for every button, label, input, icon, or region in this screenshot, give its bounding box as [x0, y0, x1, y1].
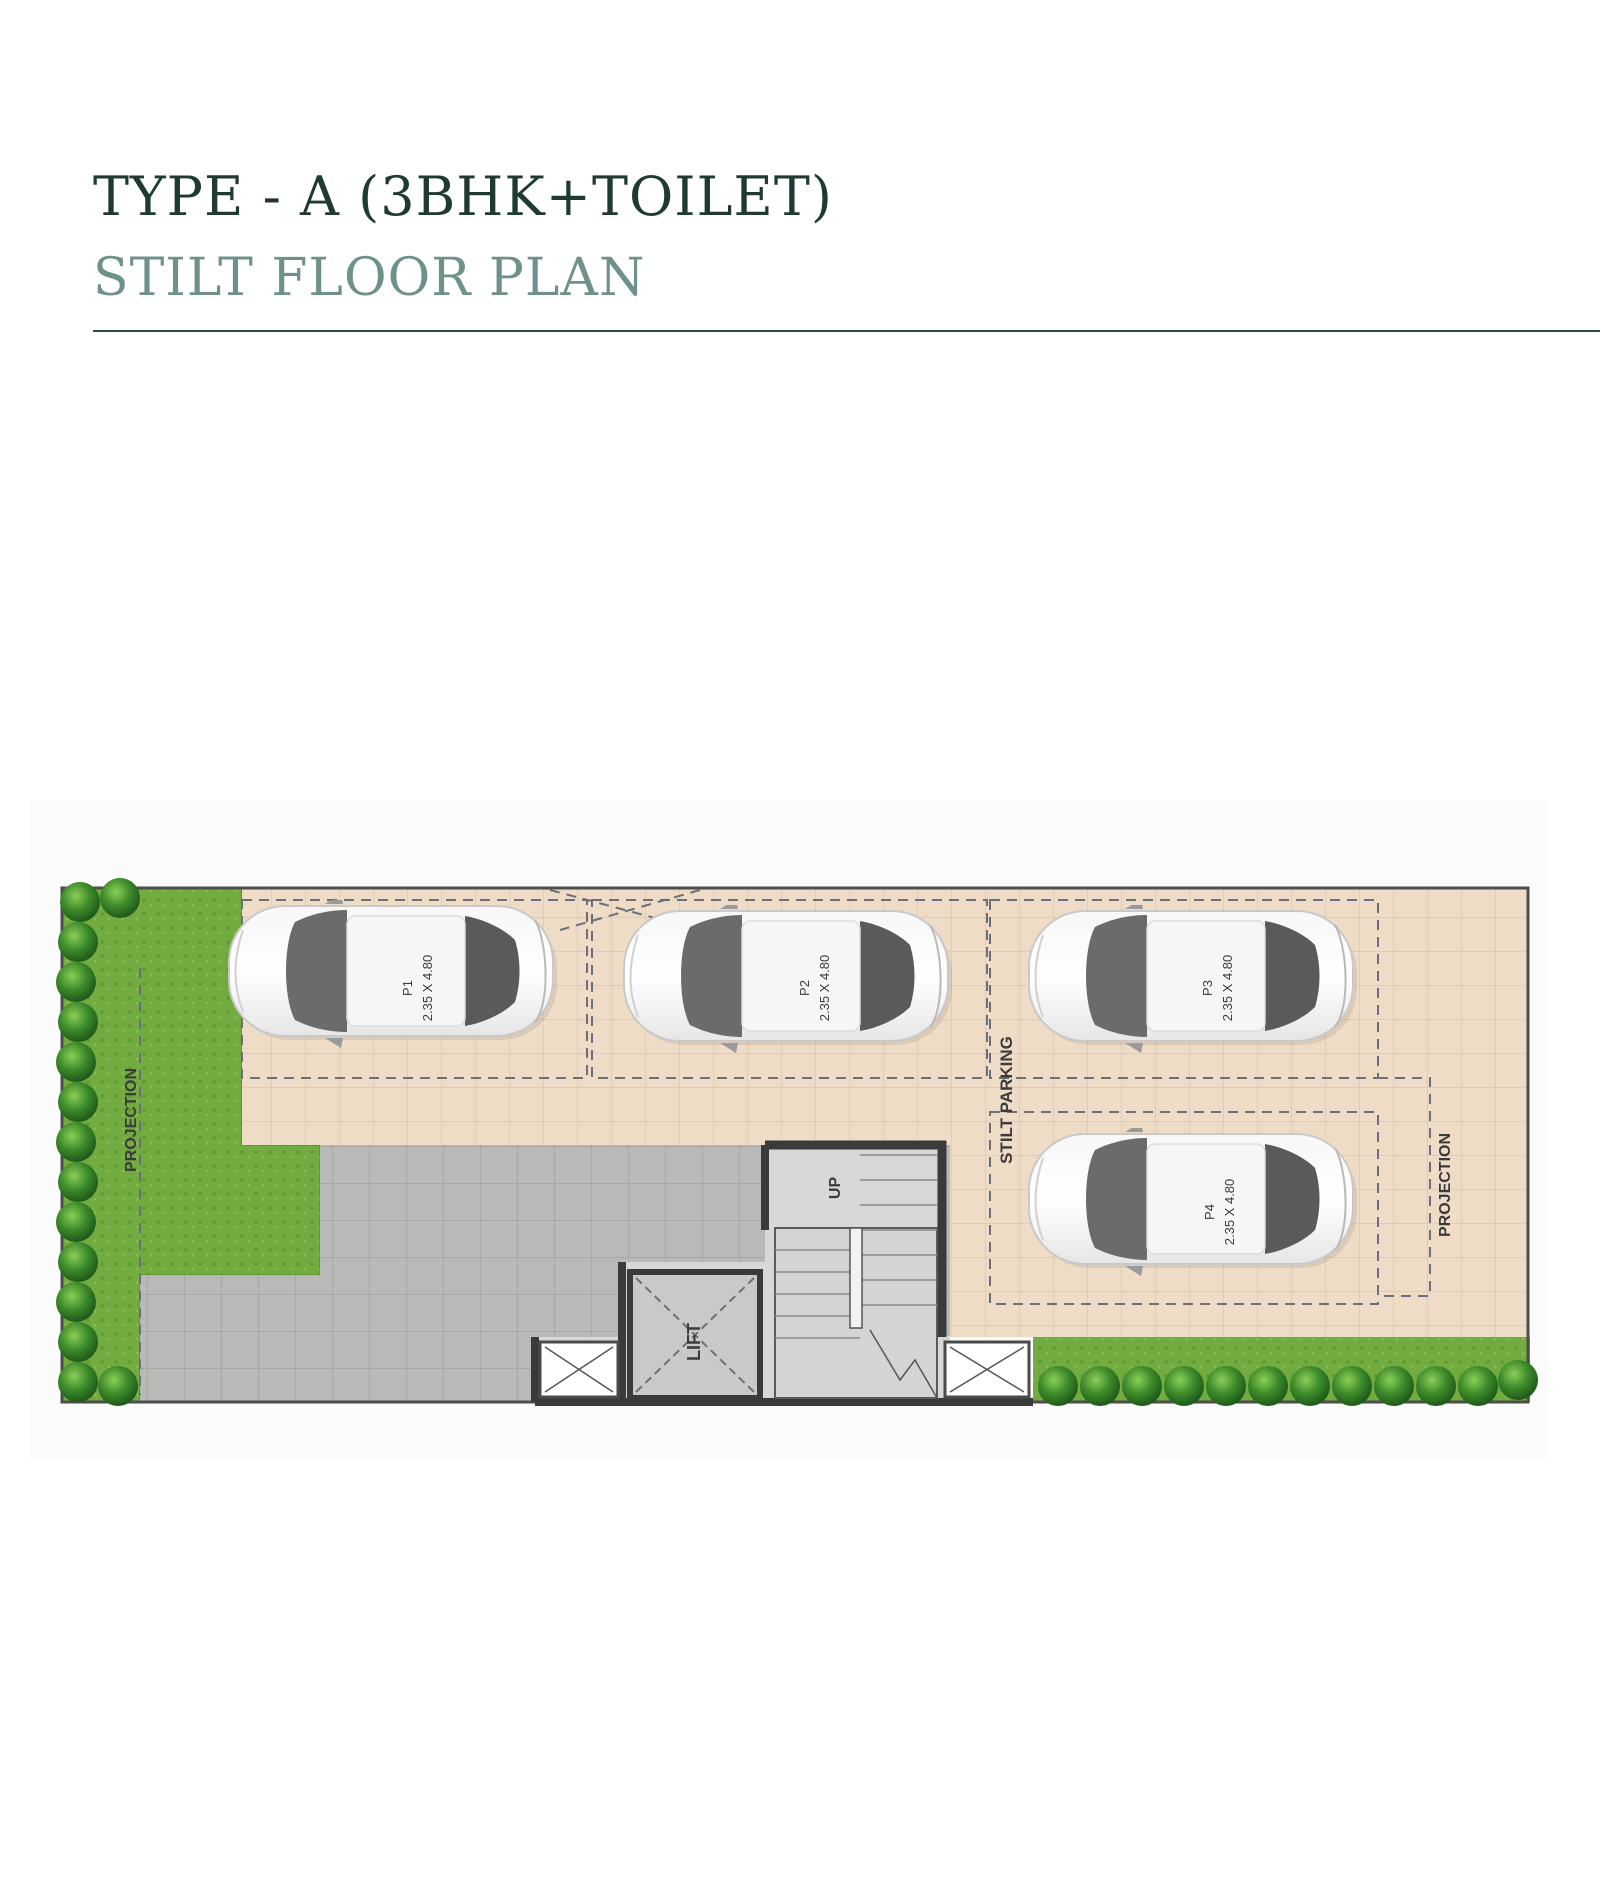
parking-label-p4: P4 — [1202, 1204, 1217, 1220]
parking-label-p2: P2 — [797, 980, 812, 996]
parking-size-p1: 2.35 X 4.80 — [420, 955, 435, 1022]
parking-size-p2: 2.35 X 4.80 — [817, 955, 832, 1022]
lift-label: LIFT — [684, 1323, 704, 1361]
page-subtitle: STILT FLOOR PLAN — [93, 248, 646, 308]
left-shrub-row — [56, 878, 140, 1406]
core-block: LIFT UP — [531, 1140, 1033, 1406]
header-divider — [93, 330, 1600, 332]
parking-size-p3: 2.35 X 4.80 — [1220, 955, 1235, 1022]
car-p4 — [1028, 1128, 1358, 1277]
page-title: TYPE - A (3BHK+TOILET) — [93, 165, 833, 228]
shaft-left — [538, 1340, 620, 1399]
parking-label-p3: P3 — [1200, 980, 1215, 996]
car-p1 — [228, 900, 558, 1049]
up-label: UP — [827, 1177, 844, 1200]
parking-size-p4: 2.35 X 4.80 — [1222, 1179, 1237, 1246]
car-p2 — [623, 905, 953, 1054]
projection-label-right: PROJECTION — [1437, 1133, 1454, 1237]
projection-label-left: PROJECTION — [123, 1068, 140, 1172]
parking-label-p1: P1 — [400, 980, 415, 996]
car-p3 — [1028, 905, 1358, 1054]
stilt-parking-label: STILT PARKING — [997, 1036, 1016, 1164]
stair-treads — [775, 1154, 937, 1339]
parking-dashes — [139, 889, 1431, 1395]
bottom-shrub-row — [1038, 1360, 1538, 1406]
